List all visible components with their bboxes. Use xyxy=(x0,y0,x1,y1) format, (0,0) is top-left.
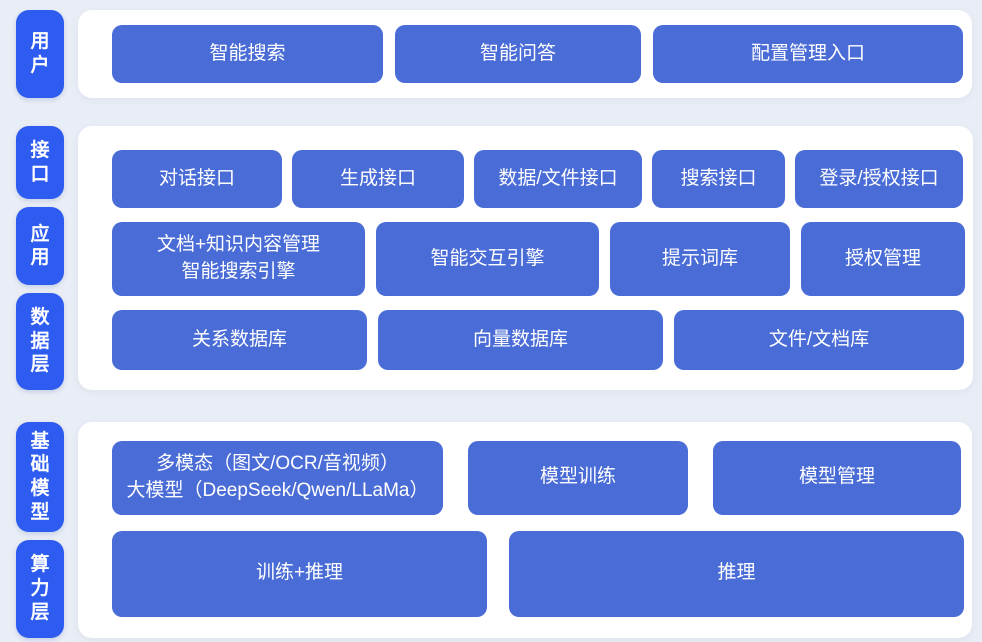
platform-panel: 对话接口 生成接口 数据/文件接口 搜索接口 登录/授权接口 文档+知识内容管理… xyxy=(78,126,973,390)
block-doc-knowledge-search-engine: 文档+知识内容管理 智能搜索引擎 xyxy=(112,222,365,296)
layer-label-application-text: 应用 xyxy=(30,223,50,269)
section-platform-layers: 接口 应用 数据层 对话接口 生成接口 数据/文件接口 搜索接口 登录/授权接口… xyxy=(16,126,973,390)
block-vector-database: 向量数据库 xyxy=(378,310,663,370)
user-layer-panel: 智能搜索 智能问答 配置管理入口 xyxy=(78,10,972,98)
layer-label-foundation-model-text: 基础模型 xyxy=(30,430,50,523)
block-model-training: 模型训练 xyxy=(468,441,688,515)
layer-label-data-text: 数据层 xyxy=(30,306,50,376)
block-training-plus-inference: 训练+推理 xyxy=(112,530,487,617)
layer-label-interface-text: 接口 xyxy=(30,139,50,185)
layer-label-interface: 接口 xyxy=(16,126,64,200)
block-smart-qa: 智能问答 xyxy=(395,25,641,83)
block-login-auth-api: 登录/授权接口 xyxy=(795,150,963,208)
layer-label-compute: 算力层 xyxy=(16,540,64,638)
compute-layer-row: 训练+推理 推理 xyxy=(112,530,964,617)
block-search-api: 搜索接口 xyxy=(652,150,785,208)
section-user-layer: 用户 智能搜索 智能问答 配置管理入口 xyxy=(16,10,972,98)
block-relational-database: 关系数据库 xyxy=(112,310,367,370)
infra-label-column: 基础模型 算力层 xyxy=(16,422,64,638)
layer-label-data: 数据层 xyxy=(16,293,64,390)
layer-label-application: 应用 xyxy=(16,207,64,286)
infra-panel: 多模态（图文/OCR/音视频） 大模型（DeepSeek/Qwen/LLaMa）… xyxy=(78,422,972,638)
block-authorization-management: 授权管理 xyxy=(801,222,965,296)
user-layer-row: 智能搜索 智能问答 配置管理入口 xyxy=(112,25,964,83)
user-layer-label-column: 用户 xyxy=(16,10,64,98)
block-inference: 推理 xyxy=(509,530,964,617)
block-interactive-engine: 智能交互引擎 xyxy=(376,222,599,296)
section-infra-layers: 基础模型 算力层 多模态（图文/OCR/音视频） 大模型（DeepSeek/Qw… xyxy=(16,422,972,638)
application-layer-row: 文档+知识内容管理 智能搜索引擎 智能交互引擎 提示词库 授权管理 xyxy=(112,222,965,296)
platform-label-column: 接口 应用 数据层 xyxy=(16,126,64,390)
block-model-management: 模型管理 xyxy=(713,441,961,515)
layer-label-compute-text: 算力层 xyxy=(30,554,50,623)
block-config-management-entry: 配置管理入口 xyxy=(653,25,963,83)
interface-layer-row: 对话接口 生成接口 数据/文件接口 搜索接口 登录/授权接口 xyxy=(112,150,965,208)
foundation-model-row: 多模态（图文/OCR/音视频） 大模型（DeepSeek/Qwen/LLaMa）… xyxy=(112,441,964,515)
block-smart-search: 智能搜索 xyxy=(112,25,383,83)
block-generation-api: 生成接口 xyxy=(292,150,464,208)
layer-label-user: 用户 xyxy=(16,10,64,98)
data-layer-row: 关系数据库 向量数据库 文件/文档库 xyxy=(112,310,965,370)
block-multimodal-llm: 多模态（图文/OCR/音视频） 大模型（DeepSeek/Qwen/LLaMa） xyxy=(112,441,443,515)
layer-label-foundation-model: 基础模型 xyxy=(16,422,64,533)
block-dialog-api: 对话接口 xyxy=(112,150,282,208)
layer-label-user-text: 用户 xyxy=(30,31,50,76)
block-data-file-api: 数据/文件接口 xyxy=(474,150,642,208)
block-file-document-store: 文件/文档库 xyxy=(674,310,964,370)
block-prompt-library: 提示词库 xyxy=(610,222,790,296)
